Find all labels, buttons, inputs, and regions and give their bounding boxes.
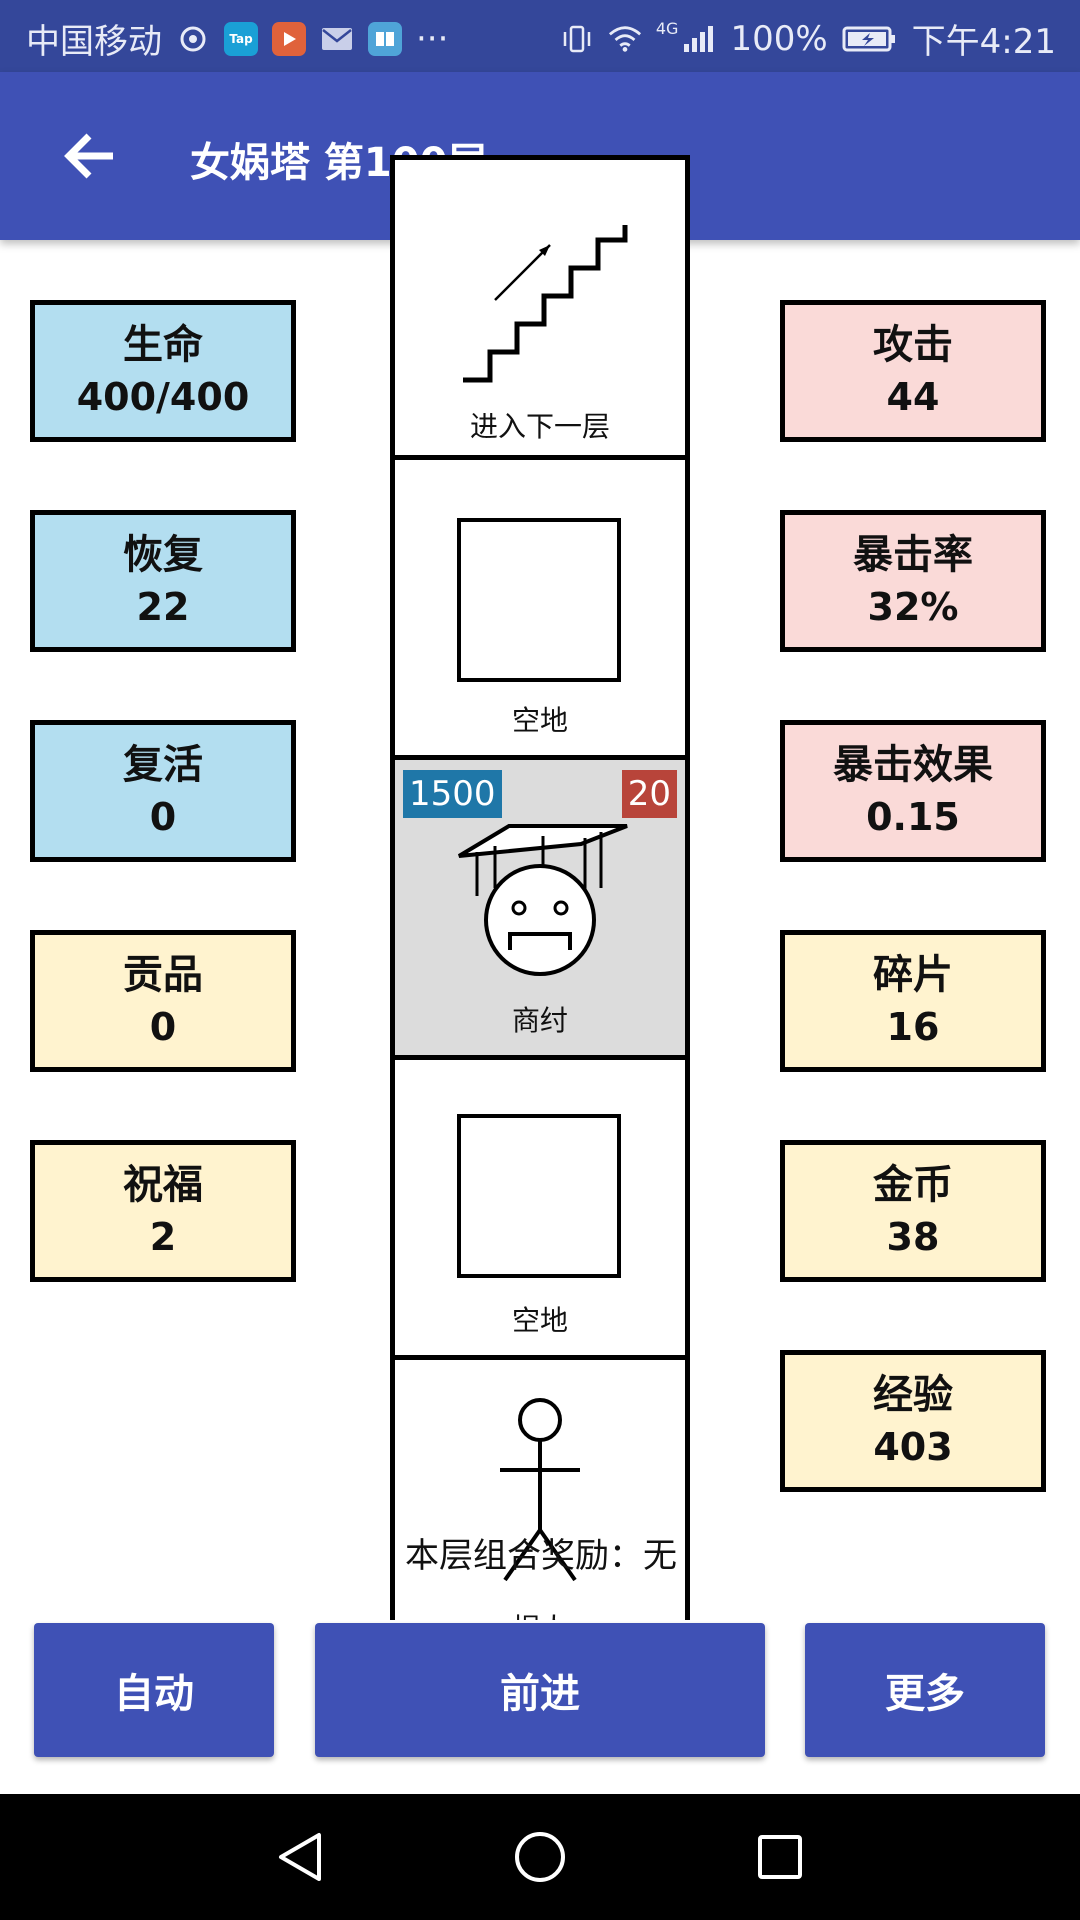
stat-value: 44	[886, 375, 940, 419]
stat-value: 0	[149, 1005, 177, 1049]
tower-cell-stairs[interactable]: 进入下一层	[395, 160, 685, 460]
carrier-name: 中国移动	[26, 22, 162, 62]
tower-cell-empty[interactable]: 空地	[395, 460, 685, 760]
stat-label: 祝福	[123, 1162, 203, 1208]
clock: 下午4:21	[911, 22, 1056, 62]
forward-button[interactable]: 前进	[315, 1623, 765, 1757]
tower-cell-player[interactable]: 捏人	[395, 1360, 685, 1620]
floor-reward-text: 本层组合奖励：无	[405, 1536, 677, 1576]
stat-crit-effect: 暴击效果 0.15	[780, 720, 1046, 862]
stat-experience: 经验 403	[780, 1350, 1046, 1492]
stat-label: 攻击	[873, 322, 953, 368]
enemy-hp-badge: 1500	[403, 770, 502, 818]
book-icon	[368, 21, 402, 56]
stat-label: 金币	[873, 1162, 953, 1208]
stat-label: 碎片	[873, 952, 953, 998]
stat-value: 22	[136, 585, 190, 629]
cell-label: 捏人	[395, 1607, 685, 1620]
stat-fragments: 碎片 16	[780, 930, 1046, 1072]
stat-label: 暴击效果	[833, 742, 993, 788]
stat-label: 贡品	[123, 952, 203, 998]
stat-revive: 复活 0	[30, 720, 296, 862]
tap-icon: Tap	[224, 21, 258, 56]
auto-button[interactable]: 自动	[34, 1623, 274, 1757]
cell-label: 商纣	[511, 1004, 568, 1037]
stat-regen: 恢复 22	[30, 510, 296, 652]
tower-cell-enemy[interactable]: 1500 20 商纣	[395, 760, 685, 1060]
stat-value: 0.15	[866, 795, 960, 839]
square-recent-icon	[758, 1835, 802, 1879]
tower-column: 进入下一层 空地 1500 20 商纣 空地	[390, 155, 690, 1620]
navigation-bar	[0, 1794, 1080, 1920]
circle-home-icon	[515, 1832, 565, 1882]
stat-value: 400/400	[76, 375, 250, 419]
triangle-back-icon	[279, 1833, 321, 1881]
weibo-icon	[176, 22, 210, 56]
video-icon	[272, 21, 306, 56]
stat-tribute: 贡品 0	[30, 930, 296, 1072]
shang-zhou-enemy-icon	[457, 824, 628, 976]
more-button[interactable]: 更多	[805, 1623, 1045, 1757]
stat-value: 32%	[867, 585, 959, 629]
status-bar: 中国移动 Tap ··· 4G 100% 下午4:21	[0, 0, 1080, 72]
stat-value: 2	[149, 1215, 177, 1259]
stat-value: 16	[886, 1005, 940, 1049]
more-notifications-dots: ···	[416, 18, 449, 59]
cell-label: 空地	[511, 1304, 568, 1337]
stat-crit-rate: 暴击率 32%	[780, 510, 1046, 652]
stick-figure-icon	[500, 1398, 580, 1582]
vibrate-icon	[560, 22, 594, 56]
nav-recent-button[interactable]	[745, 1822, 815, 1892]
mail-icon	[320, 22, 354, 56]
stat-label: 经验	[873, 1372, 953, 1418]
network-type: 4G	[655, 19, 679, 38]
battery-icon	[842, 22, 898, 56]
tap-icon-label: Tap	[229, 31, 253, 46]
empty-square-icon	[457, 518, 621, 682]
stat-value: 403	[873, 1425, 953, 1469]
stat-attack: 攻击 44	[780, 300, 1046, 442]
nav-home-button[interactable]	[505, 1822, 575, 1892]
stat-value: 38	[886, 1215, 940, 1259]
tower-cell-empty[interactable]: 空地	[395, 1060, 685, 1360]
signal-icon	[682, 22, 716, 56]
empty-square-icon	[457, 1114, 621, 1278]
stat-blessing: 祝福 2	[30, 1140, 296, 1282]
stat-label: 恢复	[123, 532, 203, 578]
stairs-icon	[463, 225, 628, 383]
stat-label: 复活	[123, 742, 203, 788]
stat-gold: 金币 38	[780, 1140, 1046, 1282]
enemy-attack-badge: 20	[621, 770, 677, 818]
stat-label: 生命	[123, 322, 203, 368]
stat-label: 暴击率	[853, 532, 973, 578]
stat-hp: 生命 400/400	[30, 300, 296, 442]
battery-percent: 100%	[730, 18, 828, 59]
nav-back-button[interactable]	[266, 1822, 336, 1892]
stat-value: 0	[149, 795, 177, 839]
arrow-left-icon	[64, 133, 113, 179]
wifi-icon	[608, 22, 642, 56]
cell-label: 进入下一层	[469, 410, 610, 443]
cell-label: 空地	[511, 704, 568, 737]
back-button[interactable]	[58, 124, 122, 188]
